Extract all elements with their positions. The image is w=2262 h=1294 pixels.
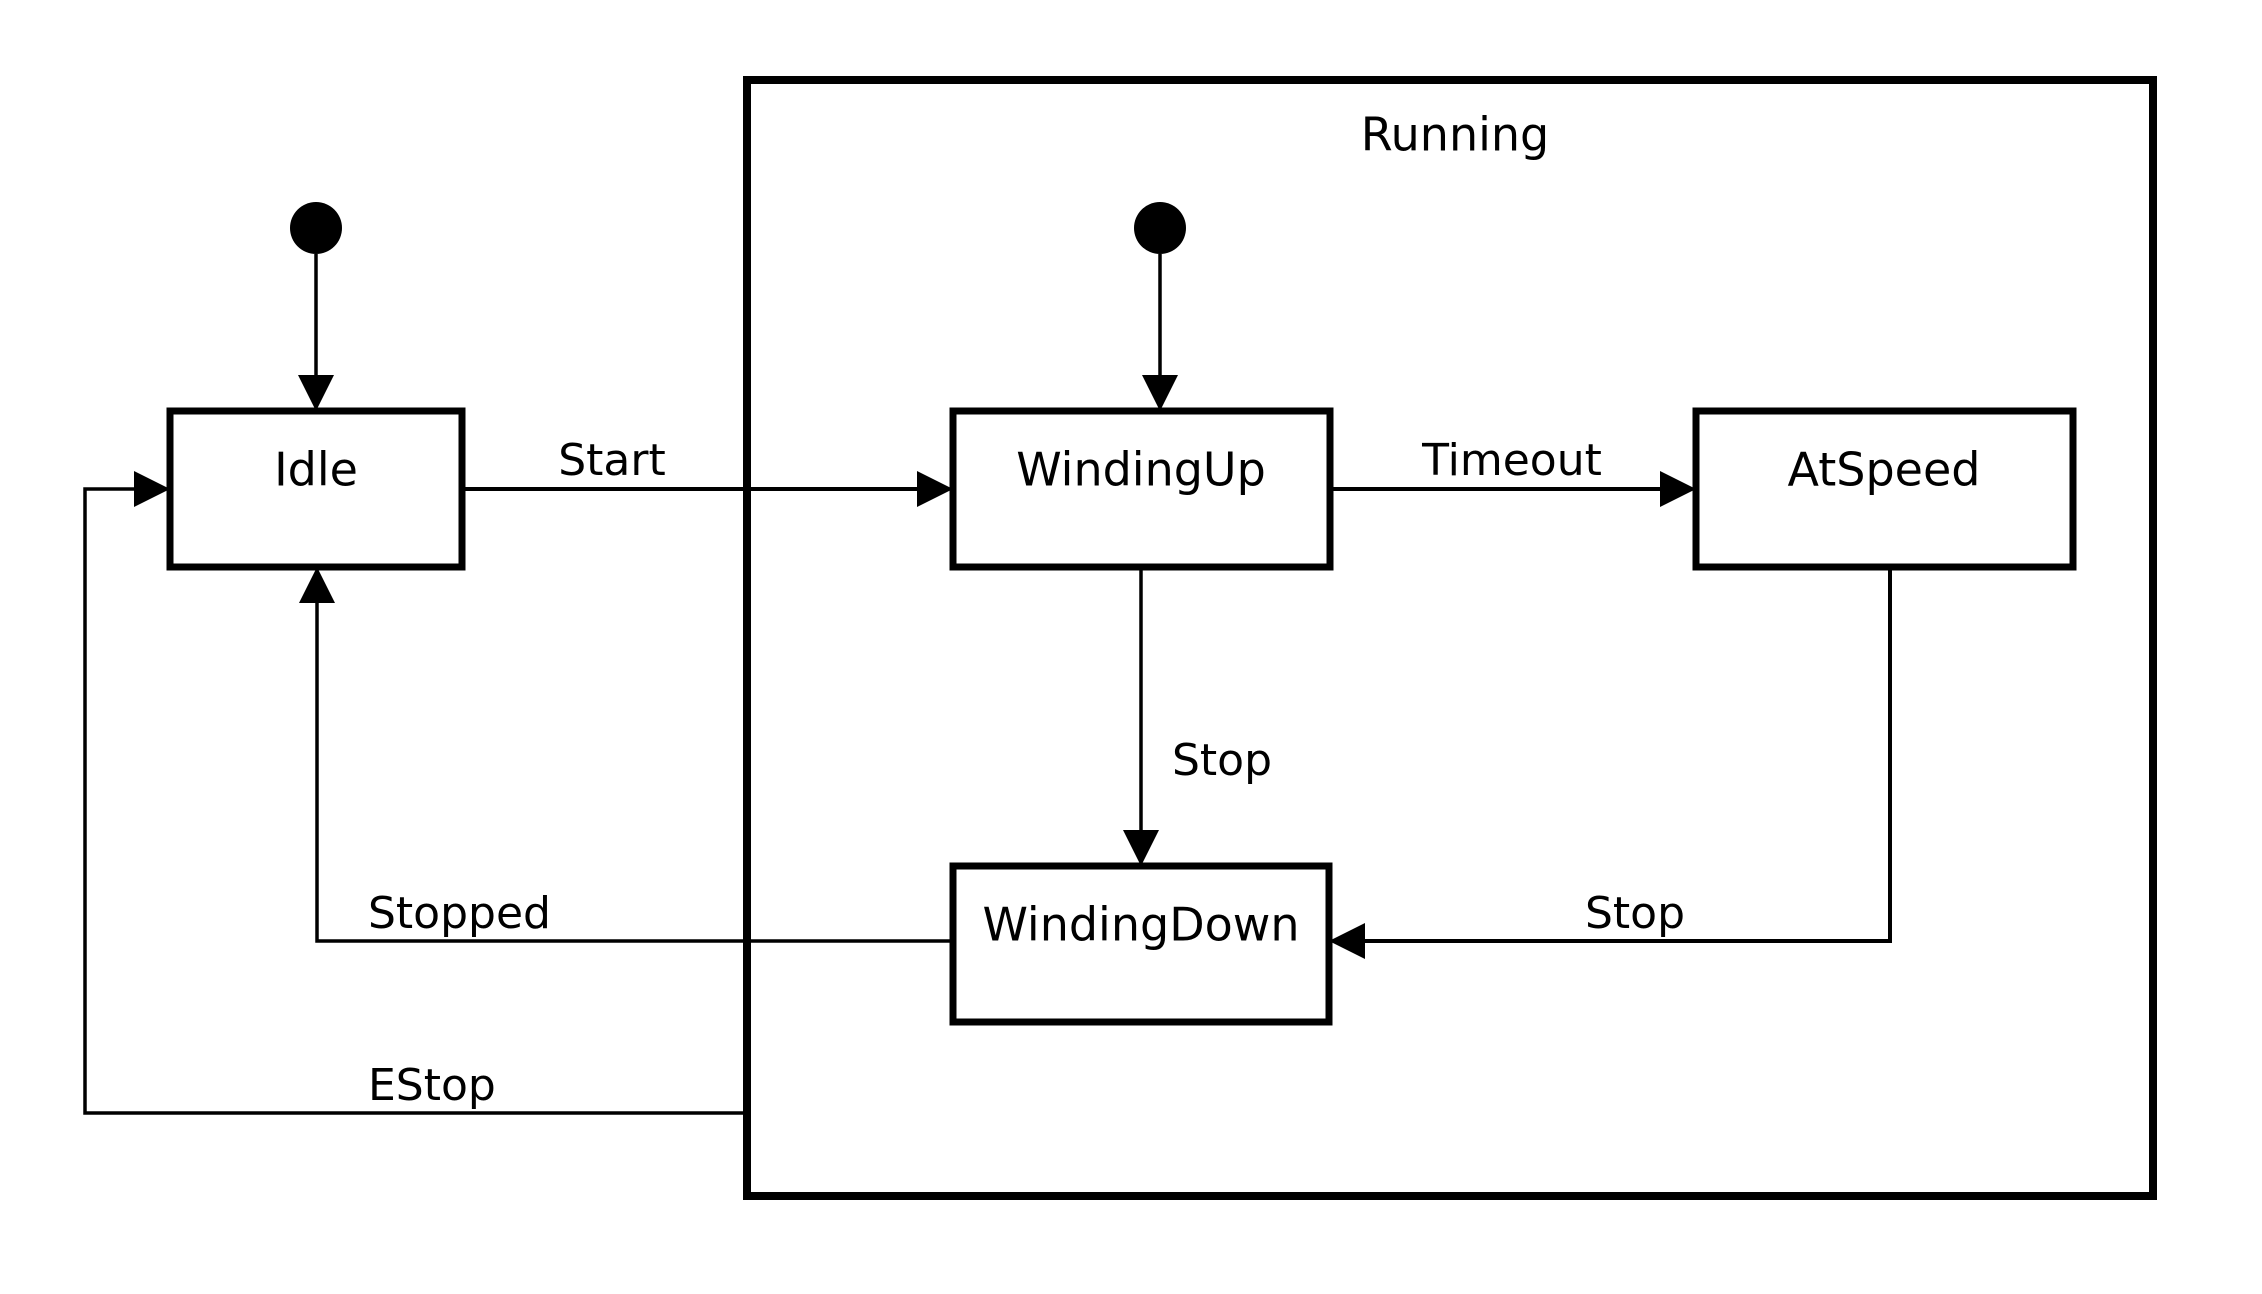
region-running-label: Running — [1361, 108, 1550, 162]
state-windingup-label: WindingUp — [1016, 443, 1266, 497]
initial-transition-windingup-arrowhead — [1142, 375, 1178, 411]
transition-stop-atspeed-label: Stop — [1585, 888, 1685, 939]
transition-stop-atspeed-arrowhead — [1329, 923, 1365, 959]
transition-stopped[interactable]: Stopped — [299, 567, 953, 943]
state-idle-box — [166, 407, 466, 571]
state-windingdown[interactable]: WindingDown — [949, 862, 1333, 1026]
region-running-border — [743, 76, 2157, 1200]
initial-state-dot-idle — [290, 202, 342, 254]
transition-stopped-arrowhead — [299, 567, 335, 603]
transition-stopped-line — [315, 585, 953, 943]
state-windingup[interactable]: WindingUp — [949, 407, 1334, 571]
state-windingdown-label: WindingDown — [982, 898, 1299, 952]
initial-state-windingup[interactable] — [1134, 202, 1186, 411]
state-windingdown-box — [949, 862, 1333, 1026]
initial-transition-idle-arrowhead — [298, 375, 334, 411]
transition-timeout[interactable]: Timeout — [1330, 435, 1696, 507]
transition-stop-windingup[interactable]: Stop — [1123, 567, 1272, 866]
transition-timeout-arrowhead — [1660, 471, 1696, 507]
transition-stop-atspeed[interactable]: Stop — [1329, 567, 1892, 959]
initial-state-dot-windingup — [1134, 202, 1186, 254]
state-atspeed-box — [1692, 407, 2077, 571]
transition-estop-arrowhead — [134, 471, 170, 507]
initial-state-idle[interactable] — [290, 202, 342, 411]
transition-start[interactable]: Start — [462, 435, 953, 507]
state-idle-label: Idle — [274, 443, 358, 497]
transition-estop-label: EStop — [368, 1060, 496, 1111]
transition-start-label: Start — [558, 435, 666, 486]
transition-stop-windingup-label: Stop — [1172, 735, 1272, 786]
state-idle[interactable]: Idle — [166, 407, 466, 571]
region-running[interactable]: Running — [743, 76, 2157, 1200]
state-atspeed-label: AtSpeed — [1788, 443, 1981, 497]
state-windingup-box — [949, 407, 1334, 571]
transition-estop[interactable]: EStop — [83, 471, 747, 1115]
transition-stopped-label: Stopped — [368, 888, 551, 939]
transition-stop-windingup-arrowhead — [1123, 830, 1159, 866]
transition-stop-atspeed-line — [1347, 567, 1892, 943]
transition-estop-line — [83, 487, 747, 1115]
state-atspeed[interactable]: AtSpeed — [1692, 407, 2077, 571]
transition-timeout-label: Timeout — [1421, 435, 1602, 486]
transition-start-arrowhead — [917, 471, 953, 507]
